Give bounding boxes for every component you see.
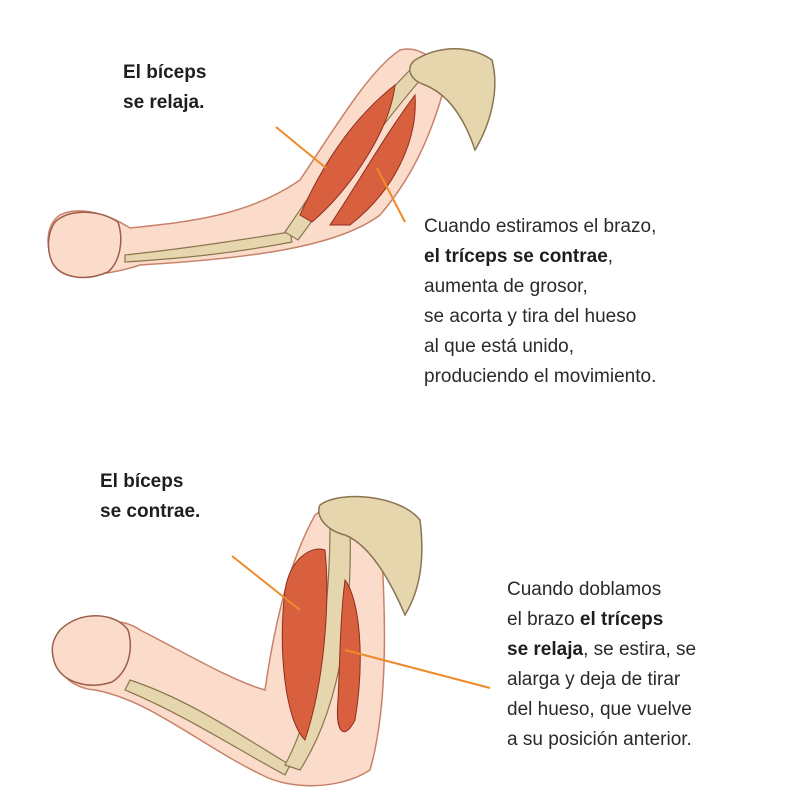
desc-line: del hueso, que vuelve bbox=[507, 699, 692, 720]
label-line: El bíceps bbox=[123, 62, 207, 83]
label-line: se contrae. bbox=[100, 501, 201, 522]
extended-scapula bbox=[409, 48, 496, 152]
flexed-arm-fist bbox=[51, 615, 132, 686]
label-line: El bíceps bbox=[100, 471, 184, 492]
triceps-relaxes-description: Cuando doblamos el brazo el tríceps se r… bbox=[507, 575, 696, 755]
desc-bold: el tríceps bbox=[579, 609, 664, 630]
pointer-line-biceps-contracted bbox=[231, 555, 301, 611]
desc-line: se acorta y tira del hueso bbox=[424, 306, 637, 327]
desc-line: aumenta de grosor, bbox=[424, 276, 588, 297]
extended-triceps bbox=[329, 93, 416, 226]
desc-text: , se estira, se bbox=[583, 639, 697, 660]
desc-line: se relaja, se estira, se bbox=[507, 635, 696, 665]
triceps-contracts-description: Cuando estiramos el brazo, el tríceps se… bbox=[424, 212, 656, 392]
biceps-relaxed-label: El bíceps se relaja. bbox=[123, 58, 206, 118]
desc-line: alarga y deja de tirar bbox=[507, 669, 681, 690]
flexed-forearm-bones bbox=[124, 679, 291, 776]
extended-arm-fist bbox=[47, 211, 122, 279]
biceps-contracts-label: El bíceps se contrae. bbox=[100, 467, 200, 527]
desc-line: Cuando doblamos bbox=[507, 579, 662, 600]
desc-line: el brazo el tríceps bbox=[507, 605, 696, 635]
desc-text: , bbox=[607, 246, 614, 267]
pointer-line-biceps-relaxed bbox=[275, 126, 327, 169]
desc-bold: se relaja bbox=[507, 639, 584, 660]
flexed-scapula bbox=[318, 495, 423, 617]
extended-forearm-bones bbox=[124, 231, 293, 263]
flexed-triceps bbox=[336, 578, 361, 732]
desc-line: produciendo el movimiento. bbox=[424, 366, 657, 387]
desc-bold: el tríceps se contrae bbox=[424, 246, 608, 267]
desc-text: el brazo bbox=[507, 609, 580, 630]
extended-arm-illustration bbox=[47, 48, 496, 279]
flexed-arm-illustration bbox=[51, 495, 491, 787]
flexed-biceps bbox=[281, 548, 328, 741]
desc-line: el tríceps se contrae, bbox=[424, 242, 656, 272]
pointer-line-triceps-contracted bbox=[376, 167, 406, 223]
desc-line: al que está unido, bbox=[424, 336, 575, 357]
desc-line: a su posición anterior. bbox=[507, 729, 692, 750]
extended-biceps bbox=[299, 83, 396, 223]
desc-line: Cuando estiramos el brazo, bbox=[424, 216, 657, 237]
pointer-line-triceps-relaxed bbox=[344, 649, 491, 689]
label-line: se relaja. bbox=[123, 92, 205, 113]
